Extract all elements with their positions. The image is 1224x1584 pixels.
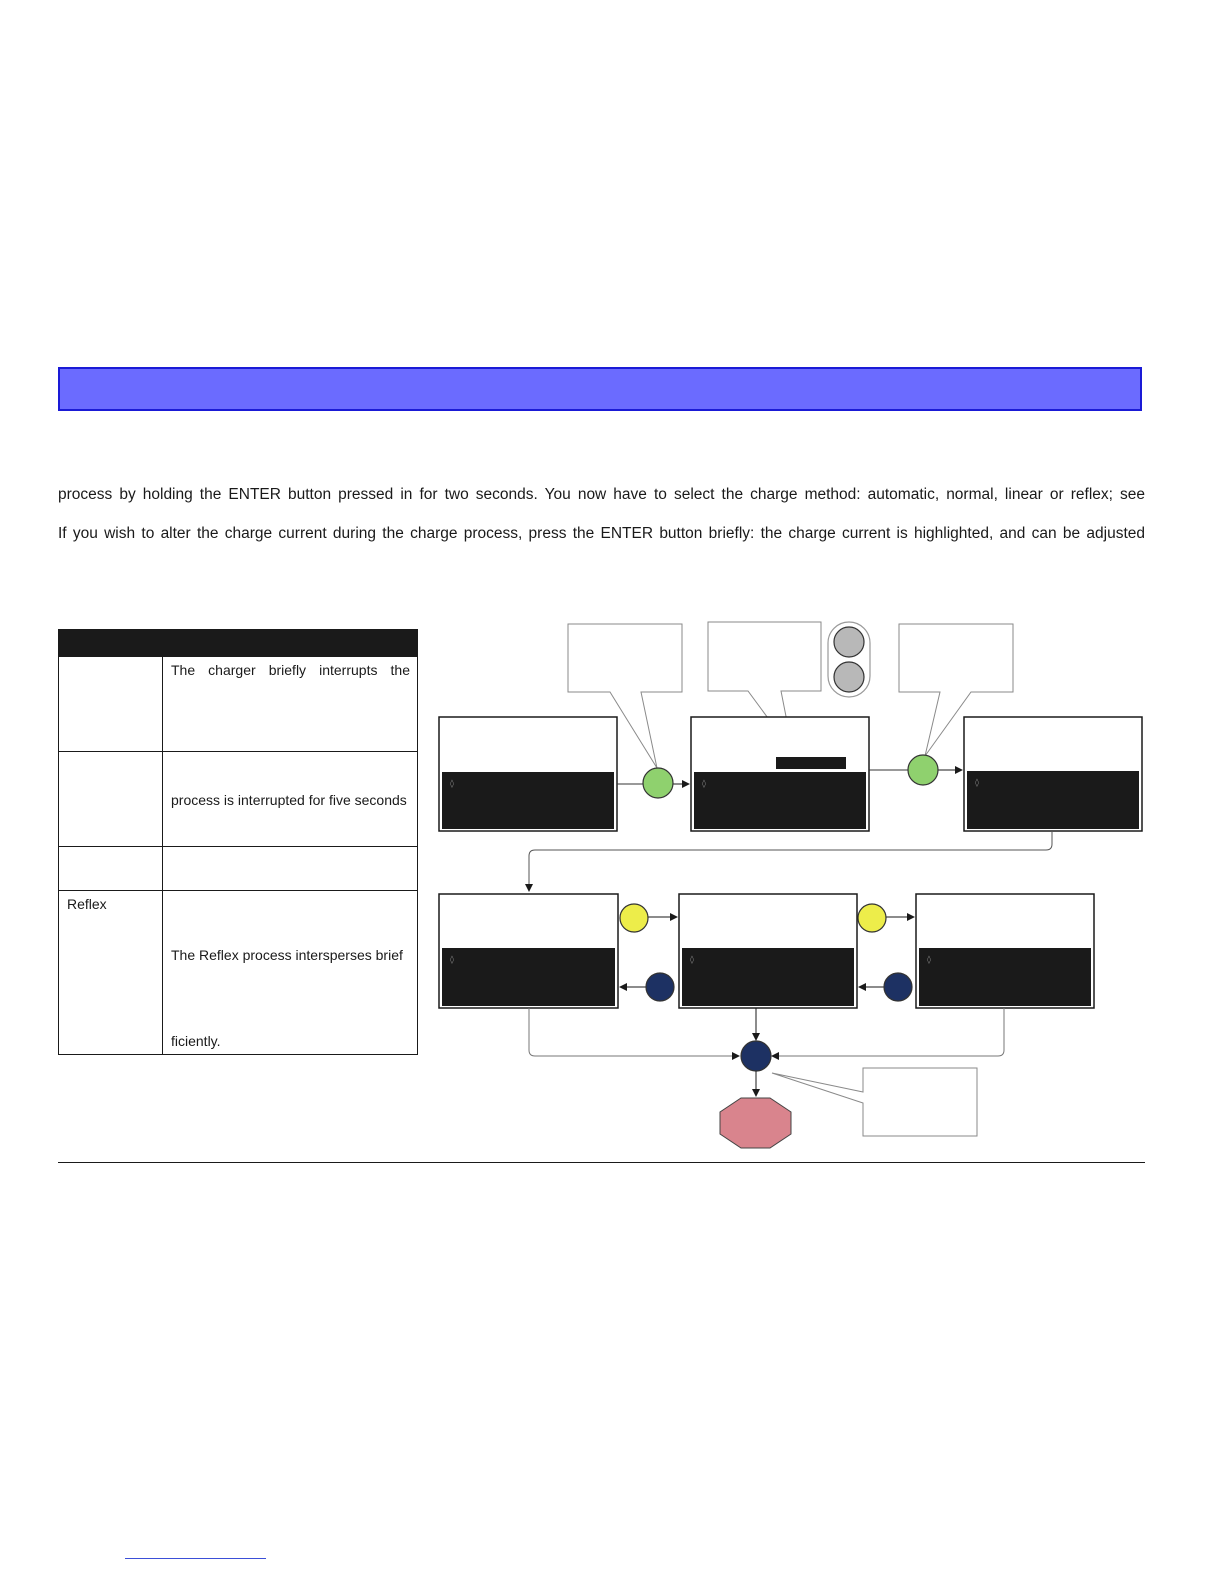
method-description: process is interrupted for five seconds [171, 792, 407, 808]
method-label-cell [58, 846, 163, 891]
table-row [58, 846, 418, 891]
body-paragraph-2: If you wish to alter the charge current … [58, 525, 1145, 542]
method-description: The charger briefly interrupts the [171, 662, 410, 678]
table-row: The charger briefly interrupts the [58, 656, 418, 752]
method-description: The Reflex process intersperses brief [171, 947, 403, 963]
decrease-button-icon [740, 1040, 772, 1072]
footer-divider [58, 1162, 1145, 1163]
lcd-screen-1: ◊ [438, 716, 618, 832]
svg-text:◊: ◊ [690, 955, 694, 964]
body-paragraph-1: process by holding the ENTER button pres… [58, 486, 1145, 503]
increase-button-icon [857, 903, 887, 933]
callout-box-1 [567, 623, 683, 769]
lcd-screen-6: ◊ [915, 893, 1095, 1009]
decrease-button-icon [645, 972, 675, 1002]
charge-method-table: The charger briefly interrupts the proce… [58, 629, 418, 1055]
svg-text:◊: ◊ [450, 955, 454, 964]
footer-link-underline[interactable] [125, 1558, 266, 1559]
decrease-button-icon [883, 972, 913, 1002]
lcd-screen-3: ◊ [963, 716, 1143, 832]
svg-text:◊: ◊ [450, 779, 454, 788]
increase-button-icon [619, 903, 649, 933]
stop-icon [719, 1097, 792, 1149]
section-header-bar [58, 367, 1142, 411]
enter-button-icon [907, 754, 939, 786]
lcd-screen-4: ◊ [438, 893, 619, 1009]
table-header [58, 629, 418, 657]
callout-box-3 [898, 623, 1014, 757]
method-label-cell: Reflex [58, 890, 163, 1055]
selector-knob-icon [827, 621, 871, 698]
lcd-screen-5: ◊ [678, 893, 858, 1009]
method-desc-cell: The Reflex process intersperses brief fi… [162, 890, 418, 1055]
svg-text:◊: ◊ [975, 778, 979, 787]
table-row: Reflex The Reflex process intersperses b… [58, 890, 418, 1055]
svg-text:◊: ◊ [927, 955, 931, 964]
method-description-end: ficiently. [171, 1033, 221, 1049]
method-label: Reflex [67, 896, 107, 912]
lcd-screen-2: ◊ [690, 716, 870, 832]
svg-text:◊: ◊ [702, 779, 706, 788]
enter-button-icon [642, 767, 674, 799]
callout-box-4 [771, 1067, 978, 1137]
method-desc-cell: The charger briefly interrupts the [162, 656, 418, 752]
